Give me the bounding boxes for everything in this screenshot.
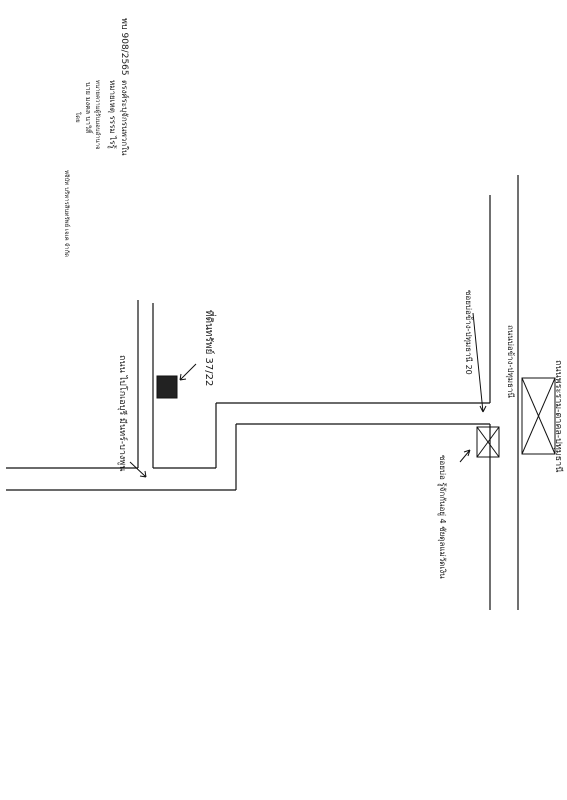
landmark-box-large: [521, 377, 556, 455]
property-label-group: ที่ดินทรัพย์ 37/22: [203, 310, 217, 386]
header-company: หจิบัท บริหารสินทรัพย์ เจเค จำกัด: [63, 170, 71, 257]
landmark-box-small: [476, 426, 500, 458]
header-by: โดย: [74, 112, 82, 123]
landmark-box-large-x2: [521, 377, 556, 455]
road-right-lower-group: ถนนพระราม-ตาคล-ปทุมธานี: [553, 360, 564, 472]
soi-right-label: ซอยบ่อข้าง-ปทุมธานี 20: [464, 290, 473, 375]
side-note-label: ซอยบ่อ รู้จักกันอยู่ 4 ชัยดุลแม่วัดเงิน: [437, 455, 447, 579]
header-official: ตรงศ์ระบุจักรนพวกใน: [120, 80, 130, 156]
header-notary-name: หมายเหตุ รรรม ไรรู้: [107, 80, 117, 150]
header-officer: นาย มงคล นาวิสิ์: [84, 82, 94, 135]
landmark-arrow: [459, 449, 471, 463]
header-official-group: ตรงศ์ระบุจักรนพวกใน: [120, 80, 130, 156]
header-docref-group: พบ 908/2565: [119, 18, 129, 76]
header-doc-ref: พบ 908/2565: [119, 18, 129, 76]
header-notary-label: ทนายความผู้รับมอบอำนาจ: [94, 80, 101, 150]
header-notary-name-group: หมายเหตุ รรรม ไรรู้: [107, 80, 117, 150]
soi-arrow: [472, 312, 487, 413]
soi-right-label-group: ซอยบ่อข้าง-ปทุมธานี 20: [464, 290, 473, 375]
header-company-group: หจิบัท บริหารสินทรัพย์ เจเค จำกัด: [63, 170, 71, 257]
side-note-group: ซอยบ่อ รู้จักกันอยู่ 4 ชัยดุลแม่วัดเงิน: [437, 455, 447, 579]
road-arrow: [129, 461, 147, 478]
header-by-group: โดย: [74, 112, 82, 123]
road-top-label: ถนน ไปโกเอบุรี มีนทร์-บางพูน: [117, 355, 129, 471]
road-right-upper-group: ถนนบ่อข้าง-ปทุมธานี: [506, 325, 515, 398]
header-notary-label-group: ทนายความผู้รับมอบอำนาจ: [94, 80, 101, 150]
landmark-box-small-x2: [476, 426, 500, 458]
header-officer-group: นาย มงคล นาวิสิ์: [84, 82, 94, 135]
property-arrow: [179, 363, 197, 381]
road-top-label-group: ถนน ไปโกเอบุรี มีนทร์-บางพูน: [117, 355, 129, 471]
property-label: ที่ดินทรัพย์ 37/22: [203, 310, 217, 386]
property-marker: [156, 375, 178, 399]
road-right-upper-label: ถนนบ่อข้าง-ปทุมธานี: [506, 325, 515, 398]
road-right-lower-label: ถนนพระราม-ตาคล-ปทุมธานี: [553, 360, 564, 472]
